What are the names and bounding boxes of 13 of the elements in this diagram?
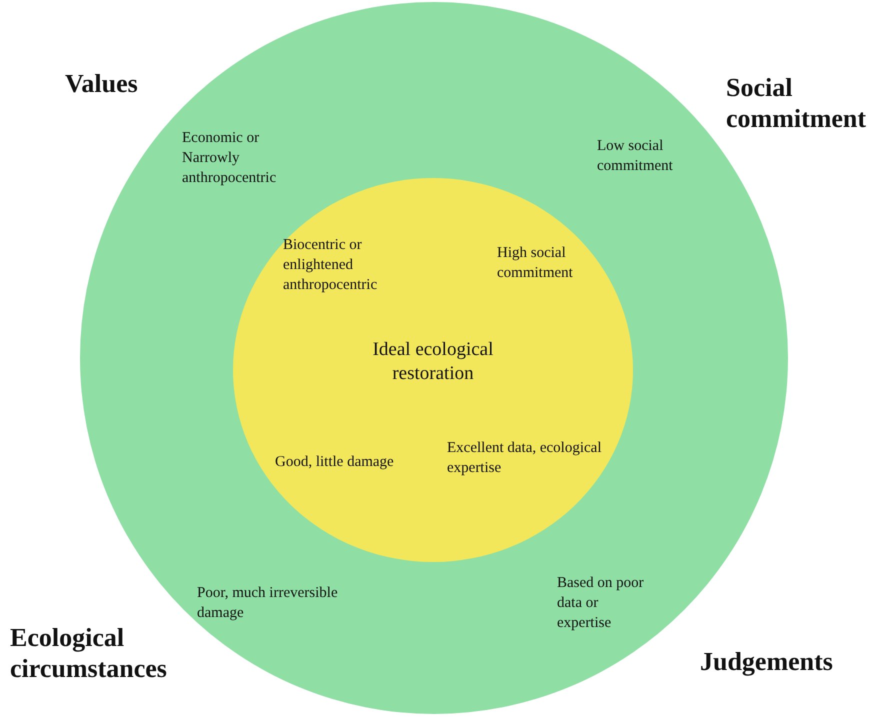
center-title: Ideal ecological restoration	[372, 338, 494, 386]
category-text: High social commitment	[497, 244, 574, 283]
category-text: Based on poor data or expertise	[557, 574, 645, 633]
dimension-heading: Ecological circumstances	[10, 622, 168, 684]
category-text: Economic or Narrowly anthropocentric	[182, 129, 278, 188]
category-text: Low social commitment	[597, 137, 674, 176]
category-text: Poor, much irreversible damage	[197, 584, 339, 623]
category-text: Excellent data, ecological expertise	[447, 439, 603, 478]
dimension-heading: Social commitment	[726, 72, 868, 134]
category-text: Good, little damage	[275, 453, 395, 472]
dimension-heading: Judgements	[700, 646, 834, 677]
dimension-heading: Values	[65, 68, 139, 99]
category-text: Biocentric or enlightened anthropocentric	[283, 236, 378, 295]
